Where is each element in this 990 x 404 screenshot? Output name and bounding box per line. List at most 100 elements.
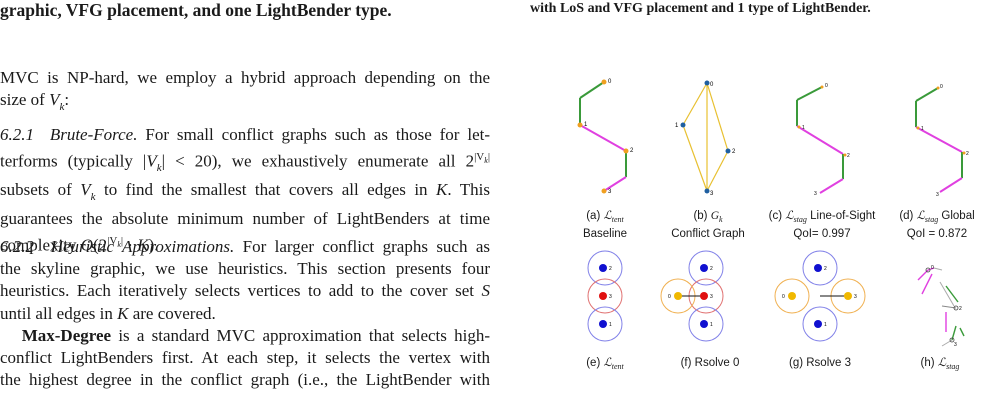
node [916, 126, 920, 130]
subfig-h-drawing: 0 2 3 [912, 262, 972, 352]
dot-red [599, 292, 607, 300]
node [797, 125, 801, 129]
sec622-line-2: the skyline graphic, we use heuristics. … [0, 259, 490, 279]
edge-green [959, 327, 965, 337]
node-label: 2 [847, 153, 850, 159]
sec621-line-5: complexity O(2|Vk| · K). [0, 235, 159, 255]
edge-yellow [682, 82, 708, 126]
node-label: 1 [609, 322, 612, 328]
node-label: 2 [732, 149, 736, 155]
section-6-2-2: 6.2.2 Heuristic Approximations. For larg… [0, 236, 490, 325]
subfig-e-drawing: 2 3 1 [580, 246, 630, 346]
subfig-b-drawing: 0 1 2 3 [672, 78, 742, 198]
subfig-f-caption: (f) Rsolve 0 [680, 357, 740, 369]
ring-blue [688, 306, 724, 342]
node [820, 85, 824, 89]
edge-magenta [915, 126, 963, 153]
ring-blue [802, 306, 838, 342]
edge-magenta [579, 124, 627, 152]
edge-green [796, 86, 823, 101]
edge-green [951, 325, 957, 341]
node-label: 1 [824, 322, 827, 328]
subfig-f-drawing: 0 2 3 1 [660, 246, 750, 346]
node [577, 122, 583, 128]
node-label: 2 [710, 266, 713, 272]
node-label: 0 [710, 82, 714, 88]
node-label: 2 [966, 151, 969, 157]
node-label: 3 [854, 294, 857, 300]
edge-green [945, 285, 959, 303]
node [680, 122, 686, 128]
node-label: 0 [940, 84, 943, 90]
subfig-c-caption: (c) ℒstag Line-of-Sight QoI= 0.997 [768, 210, 876, 241]
node-label: 3 [710, 191, 714, 197]
node-label: 3 [814, 191, 817, 197]
ring-blue [587, 250, 623, 286]
node-label: 0 [825, 83, 828, 89]
subfig-g-drawing: 0 2 3 1 [770, 246, 870, 346]
node-label: 3 [954, 342, 957, 348]
figure-caption-fragment-right: with LoS and VFG placement and 1 type of… [530, 1, 871, 16]
node-label: 1 [675, 123, 679, 129]
sec621-line-2: terforms (typically |Vk| < 20), we exhau… [0, 151, 491, 175]
node [936, 86, 940, 90]
node-label: 3 [936, 192, 939, 198]
subfig-d-caption: (d) ℒstag Global QoI = 0.872 [899, 210, 975, 241]
edge-magenta [939, 177, 963, 193]
dot-yellow [844, 292, 852, 300]
sec621-line-4: guarantees the absolute minimum number o… [0, 209, 490, 229]
node [601, 188, 607, 194]
maxdeg-line-1: Max-Degree is a standard MVC approximati… [21, 326, 491, 345]
node [953, 305, 959, 311]
node [925, 267, 931, 273]
node-label: 2 [824, 266, 827, 272]
dot-yellow [674, 292, 682, 300]
edge-magenta [796, 125, 844, 155]
subfig-h-caption: (h) ℒstag [920, 357, 960, 372]
node-label: 2 [630, 148, 634, 154]
subfig-g-caption: (g) Rsolve 3 [789, 357, 851, 369]
subfig-a-caption: (a) ℒtent Baseline [582, 210, 628, 241]
figure-caption-fragment-left: graphic, VFG placement, and one LightBen… [0, 0, 392, 20]
sec621-line-1: 6.2.1 Brute-Force. For small conflict gr… [0, 125, 491, 144]
ring-red [587, 278, 623, 314]
sec622-line-1: 6.2.2 Heuristic Approximations. For larg… [0, 237, 491, 256]
intro-paragraph: MVC is NP-hard, we employ a hybrid appro… [0, 67, 490, 118]
subfig-c-drawing: 0 1 2 3 [788, 76, 858, 197]
edge-green [915, 87, 939, 102]
node-label: 3 [609, 294, 612, 300]
node-label: 0 [931, 265, 934, 271]
edge-magenta [603, 176, 627, 192]
dot-blue [599, 320, 607, 328]
edge-magenta [819, 178, 844, 194]
edge-yellow [706, 150, 729, 192]
subfig-b-caption: (b) Gk Conflict Graph [671, 210, 745, 241]
sec622-line-3: heuristics. Each iteratively selects ver… [0, 281, 490, 301]
node-label: 1 [921, 126, 924, 132]
node [962, 151, 966, 155]
edge-gray [933, 267, 943, 271]
subfig-a-drawing: 0 1 2 3 [568, 76, 638, 196]
section-6-2-1: 6.2.1 Brute-Force. For small conflict gr… [0, 124, 490, 257]
node-label: 0 [668, 294, 671, 300]
dot-blue [700, 320, 708, 328]
node-label: 1 [710, 322, 713, 328]
dot-red [700, 292, 708, 300]
node-label: 3 [710, 294, 713, 300]
node [725, 148, 731, 154]
node-label: 1 [802, 125, 805, 131]
node-label: 2 [609, 266, 612, 272]
subfig-d-drawing: 0 1 2 3 [906, 78, 976, 198]
ring-blue [688, 250, 724, 286]
node [601, 79, 607, 85]
ring-blue [587, 306, 623, 342]
edge-magenta [927, 267, 935, 271]
maxdeg-line-2: conflict LightBenders first. At each ste… [0, 348, 490, 368]
sec622-line-4: until all edges in K are covered. [0, 303, 216, 323]
ring-blue [802, 250, 838, 286]
maxdeg-line-3: the highest degree in the conflict graph… [0, 370, 490, 390]
node-label: 3 [608, 189, 612, 195]
edge-yellow [706, 82, 729, 152]
edge-gray [939, 281, 955, 307]
edge-magenta [921, 273, 933, 295]
